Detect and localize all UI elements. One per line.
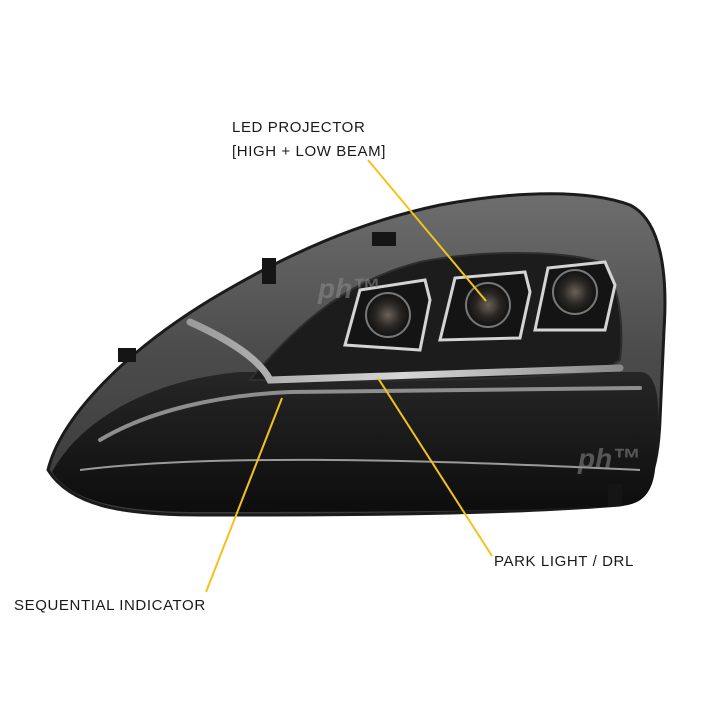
watermark-logo: ph™ — [577, 443, 640, 474]
mounting-tab — [372, 232, 396, 246]
callout-sequential-indicator: SEQUENTIAL INDICATOR — [14, 597, 206, 614]
leader-line-drl — [377, 377, 493, 557]
projector-module — [533, 260, 617, 332]
lower-housing — [52, 372, 659, 512]
mounting-tab — [262, 258, 276, 284]
mounting-tab — [608, 484, 622, 506]
projector-module — [438, 270, 532, 342]
callout-led-projector-line1: LED PROJECTOR — [232, 119, 366, 136]
drl-light-strip — [186, 318, 624, 384]
mounting-tab — [118, 348, 136, 362]
leader-line-projector — [367, 159, 487, 302]
callout-led-projector-line2: [HIGH + LOW BEAM] — [232, 143, 386, 160]
sequential-indicator-strip — [98, 386, 642, 442]
leader-line-sequential — [205, 397, 283, 593]
callout-park-light-drl: PARK LIGHT / DRL — [494, 553, 634, 570]
watermark-logo: ph™ — [317, 273, 380, 304]
callout-led-projector: LED PROJECTOR [HIGH + LOW BEAM] — [232, 116, 386, 164]
chrome-trim — [79, 458, 641, 471]
projector-module — [343, 278, 432, 352]
